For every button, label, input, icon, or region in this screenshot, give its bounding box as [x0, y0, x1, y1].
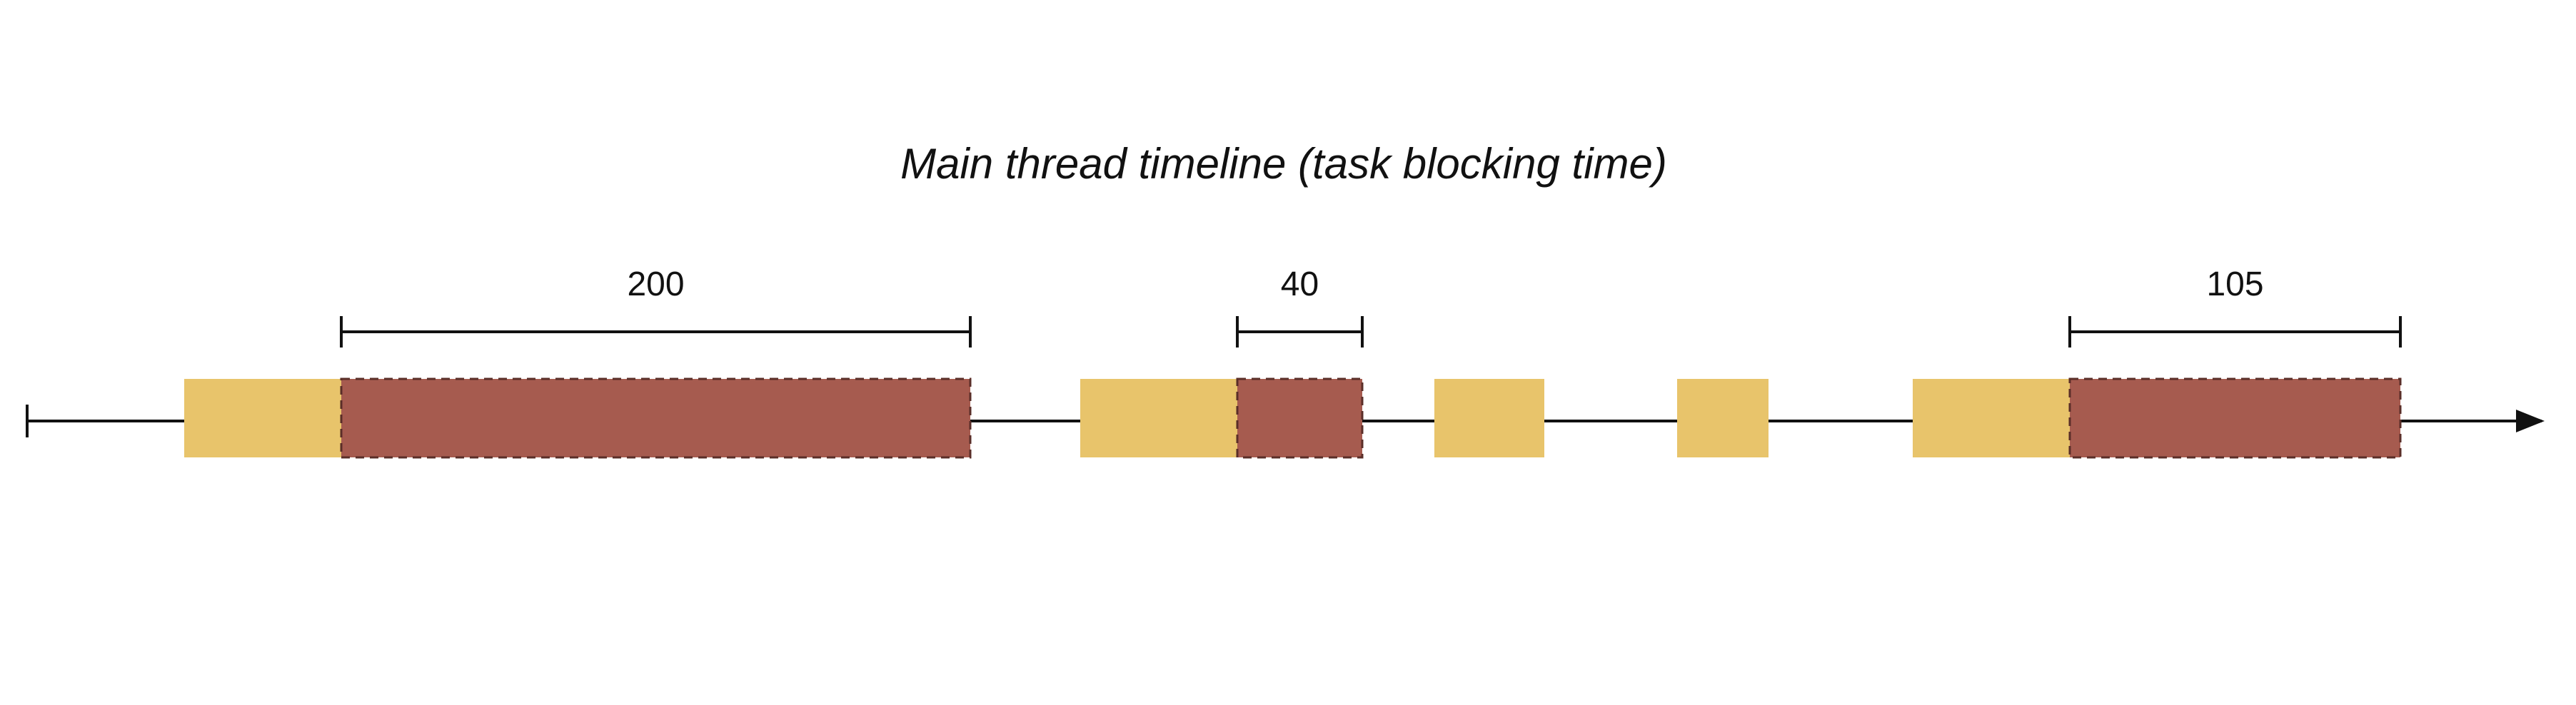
blocking-time-label: 105: [2206, 265, 2263, 303]
task-5: 105: [1913, 265, 2402, 459]
task-4: [1677, 379, 1769, 457]
blocking-duration-bracket: [2068, 316, 2402, 348]
task-blocks: 200 40 105: [184, 265, 2402, 459]
blocking-portion: [340, 377, 972, 459]
blocking-duration-bracket: [340, 316, 972, 348]
blocking-portion: [1236, 377, 1364, 459]
blocking-time-label: 40: [1281, 265, 1319, 303]
task-3: [1434, 379, 1544, 457]
task-block: [1434, 379, 1544, 457]
diagram-title: Main thread timeline (task blocking time…: [900, 140, 1667, 188]
task-block: [1677, 379, 1769, 457]
task-1: 200: [184, 265, 972, 459]
task-2: 40: [1080, 265, 1364, 459]
blocking-portion: [2068, 377, 2402, 459]
blocking-duration-bracket: [1236, 316, 1364, 348]
task-block: [1080, 379, 1237, 457]
task-block: [1913, 379, 2070, 457]
task-block: [184, 379, 341, 457]
blocking-time-label: 200: [627, 265, 684, 303]
